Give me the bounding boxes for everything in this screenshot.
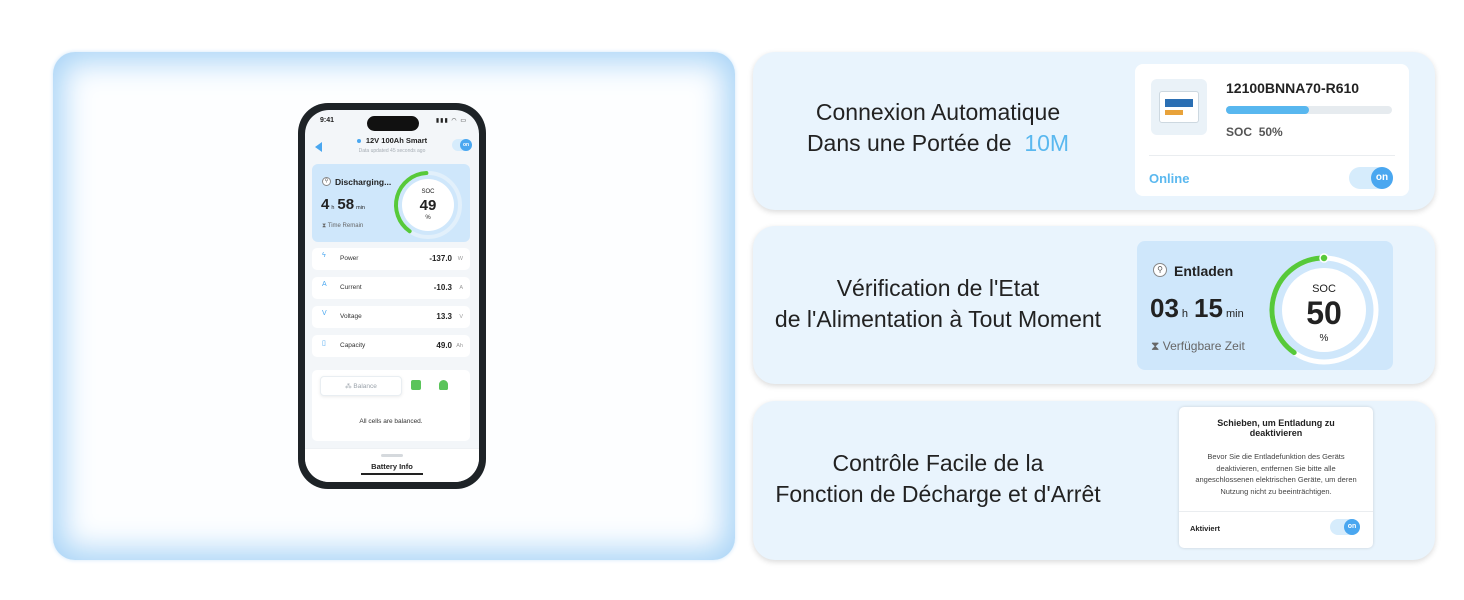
battery-icon: ▯ bbox=[322, 340, 326, 347]
soc-label: SOC bbox=[1312, 283, 1336, 295]
feature-3-line1: Contrôle Facile de la bbox=[832, 450, 1044, 476]
hours-value: 4 bbox=[321, 196, 330, 213]
card-divider bbox=[1149, 155, 1395, 156]
time-remain-label: ⧗ Time Remain bbox=[322, 223, 364, 229]
tab-battery-info[interactable]: Battery Info bbox=[371, 462, 413, 471]
battery-lock-icon[interactable] bbox=[411, 380, 421, 390]
soc-progress-fill bbox=[1226, 106, 1309, 114]
power-icon: ϟ bbox=[322, 252, 326, 259]
discharge-toggle[interactable]: on bbox=[1330, 519, 1360, 535]
back-arrow-icon[interactable] bbox=[315, 142, 322, 152]
soc-value: 49 bbox=[419, 197, 437, 214]
activated-label: Aktiviert bbox=[1190, 524, 1221, 533]
dialog-body: Bevor Sie die Entladefunktion des Geräts… bbox=[1195, 452, 1357, 496]
feature-3-text: Contrôle Facile de la Fonction de Déchar… bbox=[753, 448, 1123, 510]
soc-gauge: SOC 49 % bbox=[392, 169, 464, 241]
discharge-confirm-dialog: Schieben, um Entladung zu deaktivieren B… bbox=[1179, 407, 1373, 548]
drag-handle[interactable] bbox=[381, 454, 403, 457]
toggle-knob: on bbox=[1344, 519, 1360, 535]
phone-power-toggle[interactable]: on bbox=[452, 139, 472, 151]
available-time-label: ⧗ Verfügbare Zeit bbox=[1151, 339, 1245, 353]
connection-card: 12100BNNA70-R610 SOC 50% Online on bbox=[1135, 64, 1409, 196]
toggle-knob: on bbox=[460, 139, 472, 151]
soc-gauge-marker bbox=[1319, 253, 1329, 263]
hourglass-icon: ⧗ bbox=[1151, 339, 1163, 353]
capacity-row[interactable]: ▯ Capacity 49.0 Ah bbox=[312, 335, 470, 357]
hourglass-icon: ⧗ bbox=[322, 223, 328, 229]
hours-unit: h bbox=[331, 205, 335, 211]
status-time: 9:41 bbox=[320, 117, 335, 124]
balance-card: ⁂ Balance All cells are balanced. bbox=[312, 370, 470, 441]
soc-unit: % bbox=[1319, 333, 1329, 344]
feature-state-check: Vérification de l'Etat de l'Alimentation… bbox=[753, 226, 1435, 384]
minutes-unit: min bbox=[1225, 308, 1244, 320]
alarm-bell-icon[interactable] bbox=[439, 380, 448, 390]
soc-progress-bar bbox=[1226, 106, 1392, 114]
device-title: 12V 100Ah Smart bbox=[305, 136, 479, 145]
soc-readout: SOC 50% bbox=[1226, 125, 1283, 139]
battery-model: 12100BNNA70-R610 bbox=[1226, 80, 1360, 96]
dialog-title: Schieben, um Entladung zu deaktivieren bbox=[1217, 418, 1335, 438]
online-status: Online bbox=[1149, 171, 1190, 186]
phone-screen: 9:41 ▮▮▮ ◠ ▭ 12V 100Ah Smart Data update… bbox=[305, 110, 479, 482]
dialog-divider bbox=[1179, 511, 1373, 512]
power-row[interactable]: ϟ Power -137.0 W bbox=[312, 248, 470, 270]
discharge-icon: ⚲ bbox=[322, 177, 331, 186]
soc-gauge-large-svg bbox=[1269, 253, 1379, 365]
soc-gauge-arc bbox=[394, 171, 429, 234]
battery-product-image bbox=[1151, 79, 1207, 135]
voltage-icon: V bbox=[322, 310, 327, 317]
toggle-knob: on bbox=[1371, 167, 1393, 189]
soc-value: 50 bbox=[1306, 295, 1342, 331]
discharge-label: Discharging... bbox=[335, 177, 392, 187]
current-row[interactable]: A Current -10.3 A bbox=[312, 277, 470, 299]
phone-notch bbox=[367, 116, 419, 131]
current-icon: A bbox=[322, 281, 327, 288]
phone-footer: Battery Info bbox=[305, 448, 479, 482]
feature-discharge-control: Contrôle Facile de la Fonction de Déchar… bbox=[753, 401, 1435, 560]
minutes-unit: min bbox=[356, 205, 365, 211]
feature-1-line1: Connexion Automatique bbox=[815, 99, 1061, 125]
soc-gauge-large-arc bbox=[1269, 255, 1327, 356]
device-name: 12V 100Ah Smart bbox=[365, 136, 428, 145]
balance-status: All cells are balanced. bbox=[359, 418, 423, 425]
soc-unit: % bbox=[425, 215, 431, 221]
minutes-value: 58 bbox=[337, 196, 355, 213]
hours-value: 03 bbox=[1150, 293, 1179, 323]
phone-mockup: 9:41 ▮▮▮ ◠ ▭ 12V 100Ah Smart Data update… bbox=[298, 103, 486, 489]
connection-toggle[interactable]: on bbox=[1349, 167, 1393, 189]
hours-unit: h bbox=[1181, 308, 1189, 320]
tab-underline bbox=[361, 473, 423, 475]
voltage-row[interactable]: V Voltage 13.3 V bbox=[312, 306, 470, 328]
balance-icon: ⁂ bbox=[345, 383, 354, 390]
discharge-icon: ⚲ bbox=[1153, 263, 1167, 277]
soc-gauge-large: SOC 50 % bbox=[1265, 251, 1383, 369]
feature-2-text: Vérification de l'Etat de l'Alimentation… bbox=[753, 273, 1123, 335]
feature-2-line2: de l'Alimentation à Tout Moment bbox=[774, 306, 1102, 332]
minutes-value: 15 bbox=[1194, 293, 1223, 323]
soc-gauge-svg bbox=[394, 171, 462, 239]
feature-1-text: Connexion Automatique Dans une Portée de… bbox=[753, 97, 1123, 159]
balance-tab[interactable]: ⁂ Balance bbox=[320, 376, 402, 396]
data-updated-label: Data updated 45 seconds ago bbox=[358, 148, 426, 154]
bluetooth-dot-icon bbox=[356, 139, 361, 144]
feature-3-line2: Fonction de Décharge et d'Arrêt bbox=[775, 481, 1101, 507]
range-accent: 10M bbox=[1024, 130, 1070, 156]
feature-1-line2: Dans une Portée de 10M bbox=[806, 130, 1070, 156]
status-signal-icon: ▮▮▮ ◠ ▭ bbox=[435, 118, 467, 124]
soc-label: SOC bbox=[421, 189, 435, 195]
feature-2-line1: Vérification de l'Etat bbox=[836, 275, 1040, 301]
state-label: Entladen bbox=[1174, 263, 1234, 279]
feature-auto-connection: Connexion Automatique Dans une Portée de… bbox=[753, 52, 1435, 210]
